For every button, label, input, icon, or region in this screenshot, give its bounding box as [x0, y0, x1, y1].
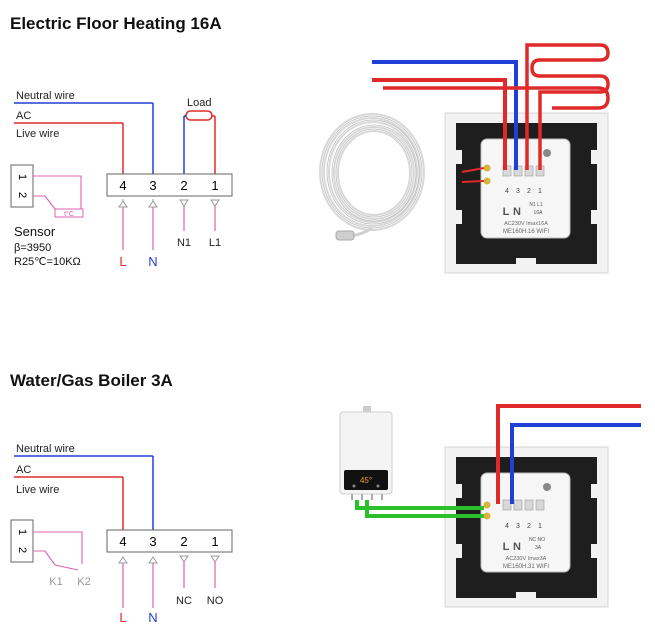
terminal-block-2	[106, 529, 233, 553]
svg-text:3: 3	[516, 523, 520, 530]
live-wire-label: Live wire	[16, 128, 59, 140]
bottom-N: N	[148, 254, 157, 269]
svg-text:1: 1	[16, 529, 28, 535]
svg-text:2: 2	[527, 523, 531, 530]
svg-text:ME160H.31 WIFI: ME160H.31 WIFI	[503, 564, 549, 570]
load-resistor	[185, 110, 213, 121]
boiler-schematic: Neutral wire AC Live wire 4 3 2 1 L N NC…	[10, 443, 233, 625]
terminal-1: 1	[211, 178, 218, 193]
terminal-3: 3	[149, 178, 156, 193]
svg-text:2: 2	[16, 192, 28, 198]
svg-text:NO: NO	[207, 595, 224, 607]
svg-text:N: N	[513, 206, 521, 218]
heating-schematic: Neutral wire AC Live wire Load 4 3 2 1 L…	[10, 90, 233, 269]
terminal-block	[106, 173, 233, 197]
boiler-illustration: 45° 4 3 2 1 L N NC NO 3A AC230V Imax3A M…	[339, 404, 641, 608]
svg-text:L: L	[503, 206, 510, 218]
svg-text:NC NO: NC NO	[529, 537, 545, 543]
ac-label: AC	[16, 110, 31, 122]
svg-text:3: 3	[516, 188, 520, 195]
svg-text:N: N	[148, 610, 157, 625]
svg-text:ME160H.16 WIFI: ME160H.16 WIFI	[503, 229, 549, 235]
relay-module-2	[480, 472, 571, 573]
svg-text:1: 1	[16, 174, 28, 180]
svg-text:1: 1	[538, 523, 542, 530]
heating-illustration: 4 3 2 1 L N N1 L1 16A AC230V Imax16A ME1…	[319, 43, 610, 274]
svg-text:1: 1	[211, 534, 218, 549]
heating-title: Electric Floor Heating 16A	[10, 14, 222, 33]
svg-text:3A: 3A	[535, 545, 542, 551]
sensor-connector	[10, 164, 34, 208]
neutral-wire-label-2: Neutral wire	[16, 443, 75, 455]
bottom-N1: N1	[177, 237, 191, 249]
svg-text:N: N	[513, 541, 521, 553]
relay-k2: K2	[77, 576, 90, 588]
terminal-2: 2	[180, 178, 187, 193]
thermistor	[54, 208, 84, 218]
neutral-wire-label: Neutral wire	[16, 90, 75, 102]
svg-text:2: 2	[527, 188, 531, 195]
relay-connector	[10, 519, 34, 563]
svg-text:2: 2	[16, 547, 28, 553]
svg-text:AC230V Imax3A: AC230V Imax3A	[506, 556, 547, 562]
bottom-L1: L1	[209, 237, 221, 249]
svg-text:4: 4	[505, 523, 509, 530]
sensor-r25: R25℃=10KΩ	[14, 256, 81, 268]
svg-text:16A: 16A	[534, 210, 544, 216]
svg-text:AC230V Imax16A: AC230V Imax16A	[504, 221, 548, 227]
live-wire-label-2: Live wire	[16, 484, 59, 496]
svg-text:4: 4	[119, 534, 126, 549]
svg-text:45°: 45°	[360, 476, 372, 485]
svg-text:N1 L1: N1 L1	[529, 202, 543, 208]
svg-text:L: L	[503, 541, 510, 553]
terminal-4: 4	[119, 178, 126, 193]
svg-text:NC: NC	[176, 595, 192, 607]
relay-k1: K1	[49, 576, 62, 588]
load-label: Load	[187, 97, 211, 109]
svg-text:3: 3	[149, 534, 156, 549]
svg-text:t°C: t°C	[64, 210, 74, 218]
svg-text:4: 4	[505, 188, 509, 195]
sensor-beta: β=3950	[14, 242, 51, 254]
svg-text:2: 2	[180, 534, 187, 549]
bottom-L: L	[119, 254, 126, 269]
svg-text:1: 1	[538, 188, 542, 195]
svg-text:L: L	[119, 610, 126, 625]
ac-label-2: AC	[16, 464, 31, 476]
sensor-title: Sensor	[14, 224, 56, 239]
boiler-title: Water/Gas Boiler 3A	[10, 371, 173, 390]
